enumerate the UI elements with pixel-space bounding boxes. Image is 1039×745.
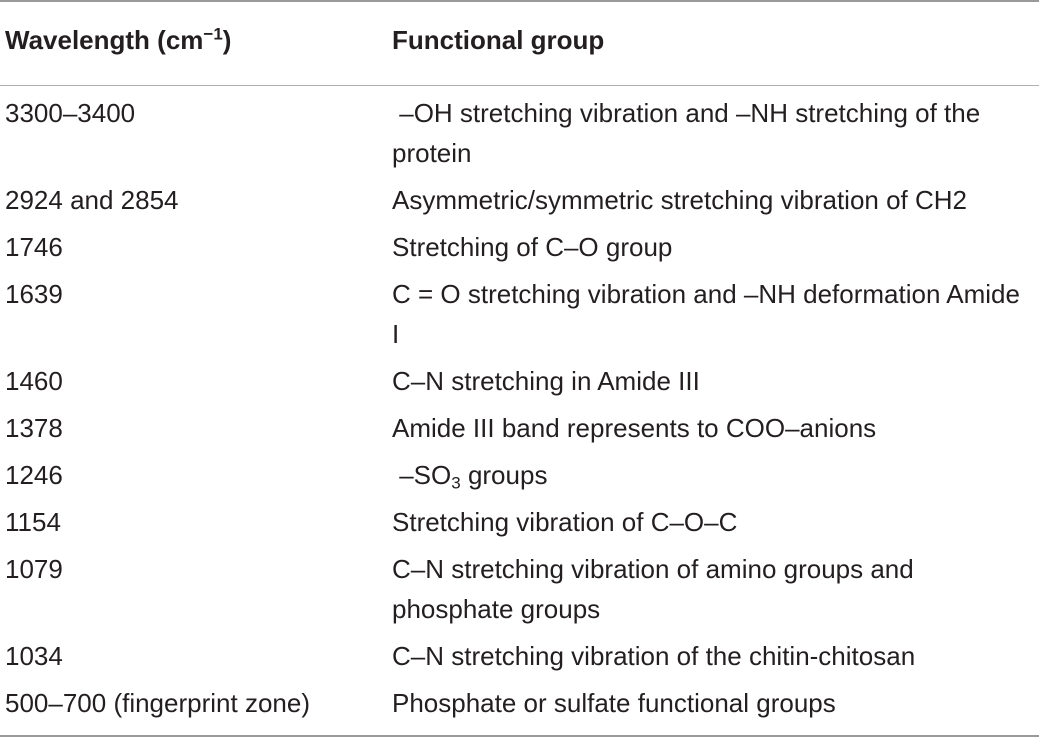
- table-row: 2924 and 2854 Asymmetric/symmetric stret…: [0, 173, 1039, 220]
- cell-functional-group: Asymmetric/symmetric stretching vibratio…: [392, 184, 968, 215]
- cell-functional-group: –OH stretching vibration and –NH stretch…: [386, 85, 1039, 173]
- cell-functional-group: –SO3 groups: [386, 448, 1039, 495]
- cell-functional-group-suffix: groups: [460, 459, 548, 490]
- cell-functional-group: Stretching vibration of C–O–C: [392, 506, 738, 537]
- table-row: 1378 Amide III band represents to COO–an…: [0, 401, 1039, 448]
- table-row: 3300–3400 –OH stretching vibration and –…: [0, 85, 1039, 173]
- table-row: 1639 C = O stretching vibration and –NH …: [0, 267, 1039, 354]
- cell-wavelength: 1246: [5, 459, 63, 490]
- cell-wavelength: 1639: [5, 278, 63, 309]
- table-header: Wavelength (cm−1) Functional group: [0, 0, 1039, 86]
- cell-functional-group-text: –OH stretching vibration and –NH stretch…: [392, 97, 988, 168]
- header-functional-group: Functional group: [386, 0, 1039, 86]
- table-row: 500–700 (fingerprint zone) Phosphate or …: [0, 675, 1039, 737]
- table-row: 1034 C–N stretching vibration of the chi…: [0, 629, 1039, 676]
- cell-functional-group: Stretching of C–O group: [392, 231, 673, 262]
- cell-wavelength: 1746: [5, 231, 63, 262]
- cell-wavelength: 1460: [5, 365, 63, 396]
- table-row: 1460 C–N stretching in Amide III: [0, 354, 1039, 401]
- cell-wavelength: 1154: [5, 506, 61, 537]
- cell-functional-group: Phosphate or sulfate functional groups: [386, 675, 1039, 737]
- table-row: 1246 –SO3 groups: [0, 448, 1039, 495]
- cell-functional-group: C–N stretching vibration of the chitin-c…: [392, 640, 916, 671]
- table-row: 1079 C–N stretching vibration of amino g…: [0, 542, 1039, 629]
- cell-wavelength: 500–700 (fingerprint zone): [0, 675, 386, 737]
- header-row: Wavelength (cm−1) Functional group: [0, 0, 1039, 86]
- header-wavelength-exponent: −1: [203, 24, 223, 44]
- cell-functional-group: C = O stretching vibration and –NH defor…: [392, 278, 1020, 349]
- cell-wavelength: 1378: [5, 412, 63, 443]
- subscript-three: 3: [451, 472, 461, 492]
- cell-wavelength: 3300–3400: [5, 97, 136, 128]
- cell-wavelength: 1034: [5, 640, 63, 671]
- header-wavelength-close: ): [222, 25, 232, 55]
- header-wavelength: Wavelength (cm−1): [0, 0, 386, 86]
- table-body: 3300–3400 –OH stretching vibration and –…: [0, 85, 1039, 737]
- table-row: 1746 Stretching of C–O group: [0, 220, 1039, 267]
- cell-functional-group-text: –SO: [392, 459, 452, 490]
- cell-wavelength: 2924 and 2854: [5, 184, 179, 215]
- cell-functional-group: C–N stretching in Amide III: [392, 365, 700, 396]
- header-wavelength-text: Wavelength (cm: [5, 25, 204, 55]
- table-row: 1154 Stretching vibration of C–O–C: [0, 495, 1039, 542]
- cell-wavelength: 1079: [5, 553, 63, 584]
- cell-functional-group: Amide III band represents to COO–anions: [392, 412, 877, 443]
- cell-functional-group: C–N stretching vibration of amino groups…: [392, 553, 914, 624]
